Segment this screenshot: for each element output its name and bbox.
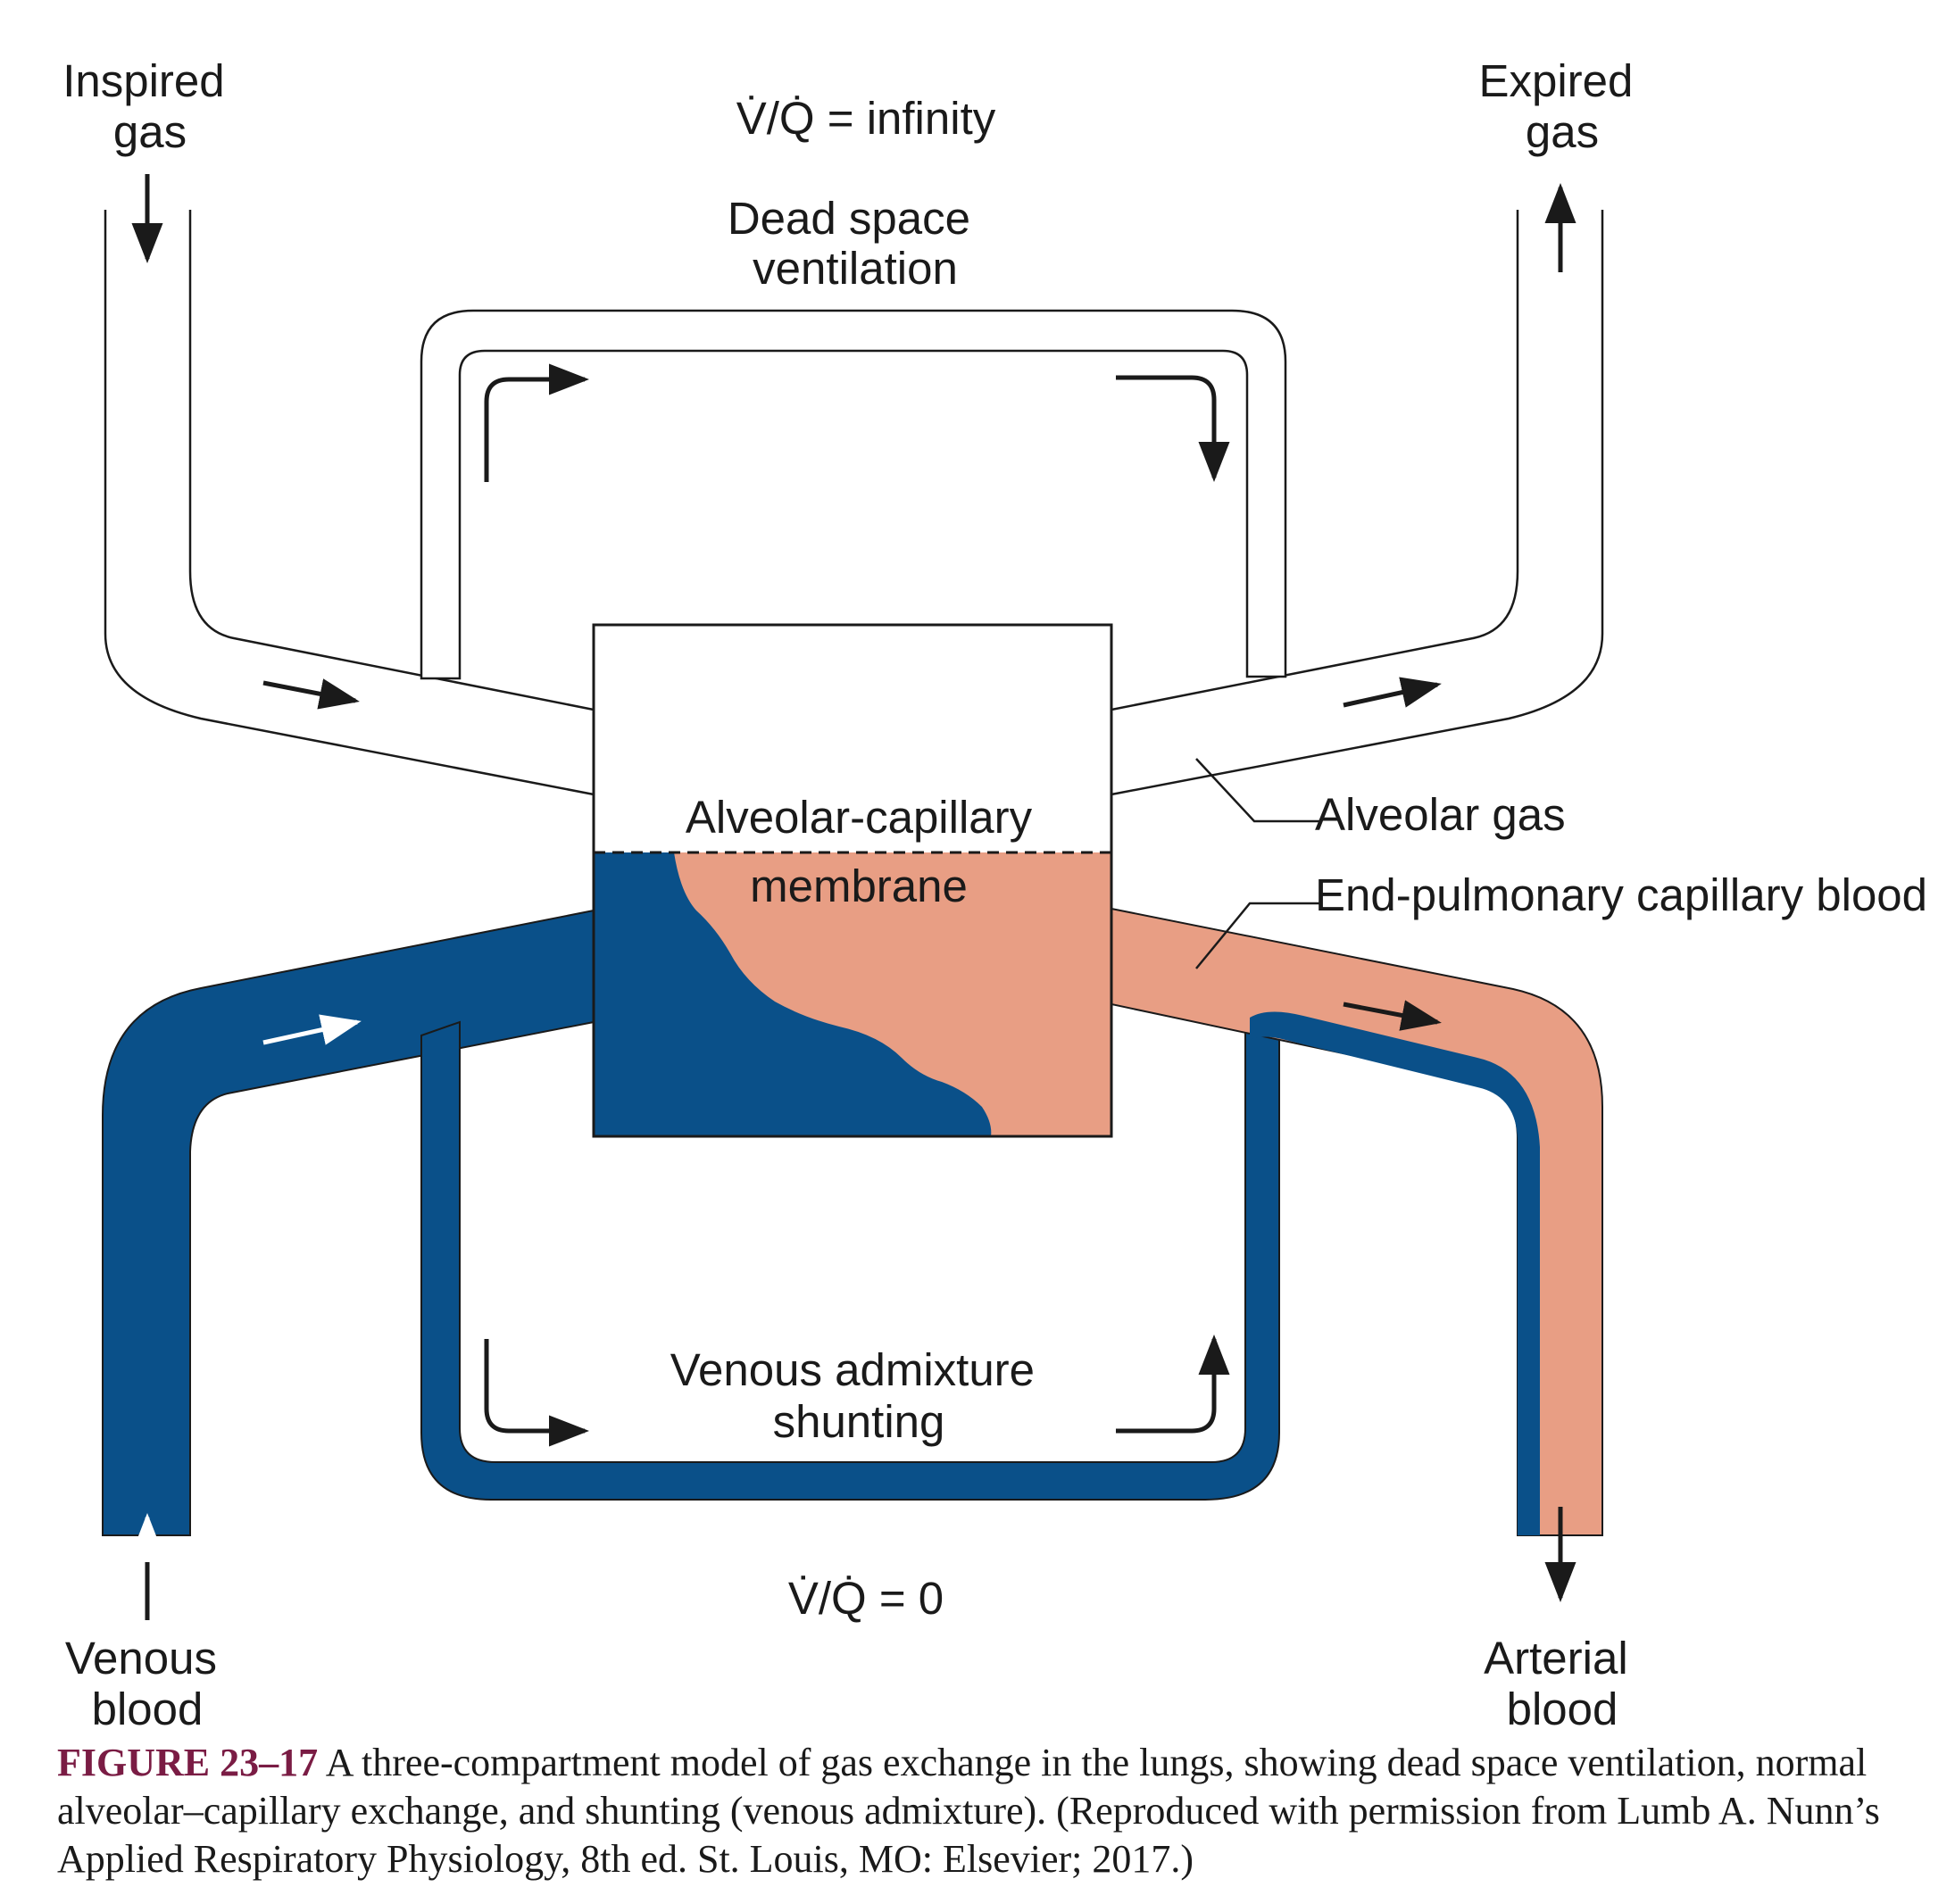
shunt-channel bbox=[420, 1017, 1280, 1501]
end-pulmonary-leader bbox=[1195, 902, 1321, 969]
expired-gas-pipe bbox=[1110, 210, 1604, 796]
figure-number: FIGURE 23–17 bbox=[57, 1741, 319, 1784]
venous-admixture-label: Venous admixture shunting bbox=[670, 1344, 1047, 1447]
dead-space-arrow-left bbox=[484, 363, 589, 482]
end-pulmonary-label: End-pulmonary capillary blood bbox=[1315, 869, 1927, 920]
inspired-gas-pipe bbox=[104, 210, 595, 796]
arterial-flow-arrow bbox=[1343, 1000, 1442, 1031]
dead-space-arrow-right bbox=[1116, 375, 1230, 482]
shunt-arrow-right bbox=[1116, 1334, 1230, 1434]
inspired-flow-arrow bbox=[262, 678, 360, 710]
membrane-label-line2: membrane bbox=[750, 861, 968, 911]
venous-blood-label: Venous blood bbox=[65, 1633, 229, 1732]
dead-space-loop bbox=[420, 309, 1287, 680]
alveolar-gas-leader bbox=[1195, 758, 1321, 823]
expired-flow-arrow bbox=[1343, 677, 1442, 708]
figure-caption: FIGURE 23–17 A three-compartment model o… bbox=[57, 1739, 1905, 1883]
arterial-blood-label: Arterial blood bbox=[1484, 1633, 1641, 1732]
vq-zero-label: V̇/Q̇ = 0 bbox=[788, 1573, 944, 1624]
vq-infinity-label: V̇/Q̇ = infinity bbox=[736, 93, 996, 144]
dead-space-label: Dead space ventilation bbox=[728, 193, 983, 294]
inspired-gas-label: Inspired gas bbox=[62, 55, 237, 157]
shunt-arrow-left bbox=[484, 1339, 589, 1447]
expired-gas-label: Expired gas bbox=[1478, 55, 1645, 157]
venous-region bbox=[594, 852, 992, 1136]
venous-inflow-pipe bbox=[102, 909, 595, 1536]
gas-exchange-diagram: Inspired gas Expired gas V̇/Q̇ = infinit… bbox=[62, 55, 1927, 1732]
alveolar-box-outline bbox=[592, 623, 1113, 1138]
membrane-label-line1: Alveolar-capillary bbox=[686, 792, 1033, 843]
venous-flow-arrow bbox=[262, 1014, 362, 1045]
alveolar-gas-label: Alveolar gas bbox=[1315, 789, 1566, 840]
alveolar-gas-compartment bbox=[594, 625, 1111, 852]
admixture-stream bbox=[1250, 1011, 1540, 1535]
caption-text: A three-compartment model of gas exchang… bbox=[57, 1741, 1880, 1881]
